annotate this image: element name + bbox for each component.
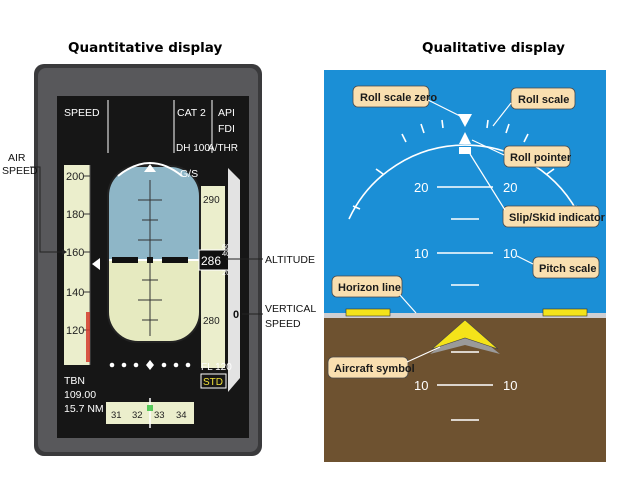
speed-tick-160: 160: [66, 247, 84, 259]
roll-index-icon: [144, 164, 156, 172]
pitch-up20-left: 20: [414, 180, 428, 195]
fl-label: FL 120: [201, 362, 232, 373]
qualitative-panel: 20 20 10 10 10 10 Roll scale zero Roll s…: [324, 70, 606, 462]
alt-small-20: 20: [222, 268, 230, 277]
svg-text:Roll scale: Roll scale: [518, 94, 569, 106]
fdi-label: FDI: [218, 123, 235, 135]
pitch-up10-left: 10: [414, 246, 428, 261]
tbn-label: TBN: [64, 375, 85, 387]
callout-slip-skid: Slip/Skid indicator: [469, 153, 606, 228]
vs-zero: 0: [233, 309, 239, 321]
roll-pointer-icon: [459, 132, 471, 144]
svg-text:Pitch scale: Pitch scale: [539, 263, 596, 275]
horizon-line: [324, 313, 606, 318]
right-wing-bar: [542, 308, 588, 317]
heading-tick-34: 34: [176, 410, 187, 421]
callout-roll-scale: Roll scale: [492, 87, 576, 127]
roll-scale-arc: [348, 144, 582, 220]
pitch-up10-right: 10: [503, 246, 517, 261]
callout-roll-pointer: Roll pointer: [471, 139, 572, 168]
callout-horizon-line: Horizon line: [331, 275, 417, 314]
pfd-panel: SPEED CAT 2 DH 100 API FDI A/THR 200 180…: [2, 64, 316, 456]
air-speed-label-2: SPEED: [2, 165, 38, 177]
heading-tape: 31 32 33 34: [106, 398, 194, 428]
roll-arc: [117, 162, 183, 177]
callout-roll-scale-zero: Roll scale zero: [352, 85, 463, 118]
heading-tick-32: 32: [132, 410, 143, 421]
std-label: STD: [203, 377, 223, 388]
altitude-tape: 290 280 286 60 40 20: [198, 186, 235, 368]
alt-tick-280: 280: [203, 316, 220, 327]
slip-skid-icon: [459, 147, 471, 154]
vertical-speed-label-2: SPEED: [265, 318, 301, 330]
svg-text:Horizon line: Horizon line: [338, 282, 401, 294]
altitude-label: ALTITUDE: [265, 254, 315, 266]
vertical-speed-scale: [228, 168, 240, 392]
pitch-scale: [437, 186, 493, 421]
vertical-speed-label-1: VERTICAL: [265, 303, 316, 315]
athr-label: A/THR: [208, 143, 238, 154]
left-wing-bar: [345, 308, 391, 317]
heading-qualitative: Qualitative display: [422, 40, 565, 56]
pitch-down10-right: 10: [503, 378, 517, 393]
air-speed-label-1: AIR: [8, 152, 26, 164]
svg-text:Roll pointer: Roll pointer: [510, 152, 572, 164]
pitch-down10-left: 10: [414, 378, 428, 393]
alt-tick-290: 290: [203, 195, 220, 206]
heading-tick-31: 31: [111, 410, 122, 421]
svg-text:Aircraft symbol: Aircraft symbol: [334, 363, 415, 375]
dist-label: 15.7 NM: [64, 403, 104, 415]
pitch-up20-right: 20: [503, 180, 517, 195]
api-label: API: [218, 107, 235, 119]
speed-tick-180: 180: [66, 209, 84, 221]
lateral-deviation-dots: [109, 360, 191, 370]
callout-aircraft-symbol: Aircraft symbol: [327, 346, 441, 379]
callout-pitch-scale: Pitch scale: [516, 255, 600, 279]
alt-small-60: 60: [222, 242, 230, 251]
altitude-readout: 286: [201, 254, 221, 268]
aircraft-symbol-shadow: [430, 326, 500, 354]
cat-label: CAT 2: [177, 107, 206, 119]
heading-quantitative: Quantitative display: [68, 40, 223, 56]
speed-tick-140: 140: [66, 287, 84, 299]
dh-label: DH 100: [176, 143, 210, 154]
gs-label: G/S: [180, 168, 198, 180]
alt-small-40: 40: [222, 249, 230, 258]
aircraft-symbol-icon: [431, 319, 499, 350]
attitude-sphere: [108, 166, 200, 342]
svg-text:Slip/Skid indicator: Slip/Skid indicator: [509, 212, 606, 224]
freq-label: 109.00: [64, 389, 96, 401]
heading-tick-33: 33: [154, 410, 165, 421]
speed-pointer: [92, 258, 100, 270]
speed-tape: 200 180 160 140 120: [64, 165, 100, 365]
speed-tick-200: 200: [66, 171, 84, 183]
svg-text:Roll scale zero: Roll scale zero: [360, 92, 437, 104]
speed-tick-120: 120: [66, 325, 84, 337]
speed-header: SPEED: [64, 107, 100, 119]
